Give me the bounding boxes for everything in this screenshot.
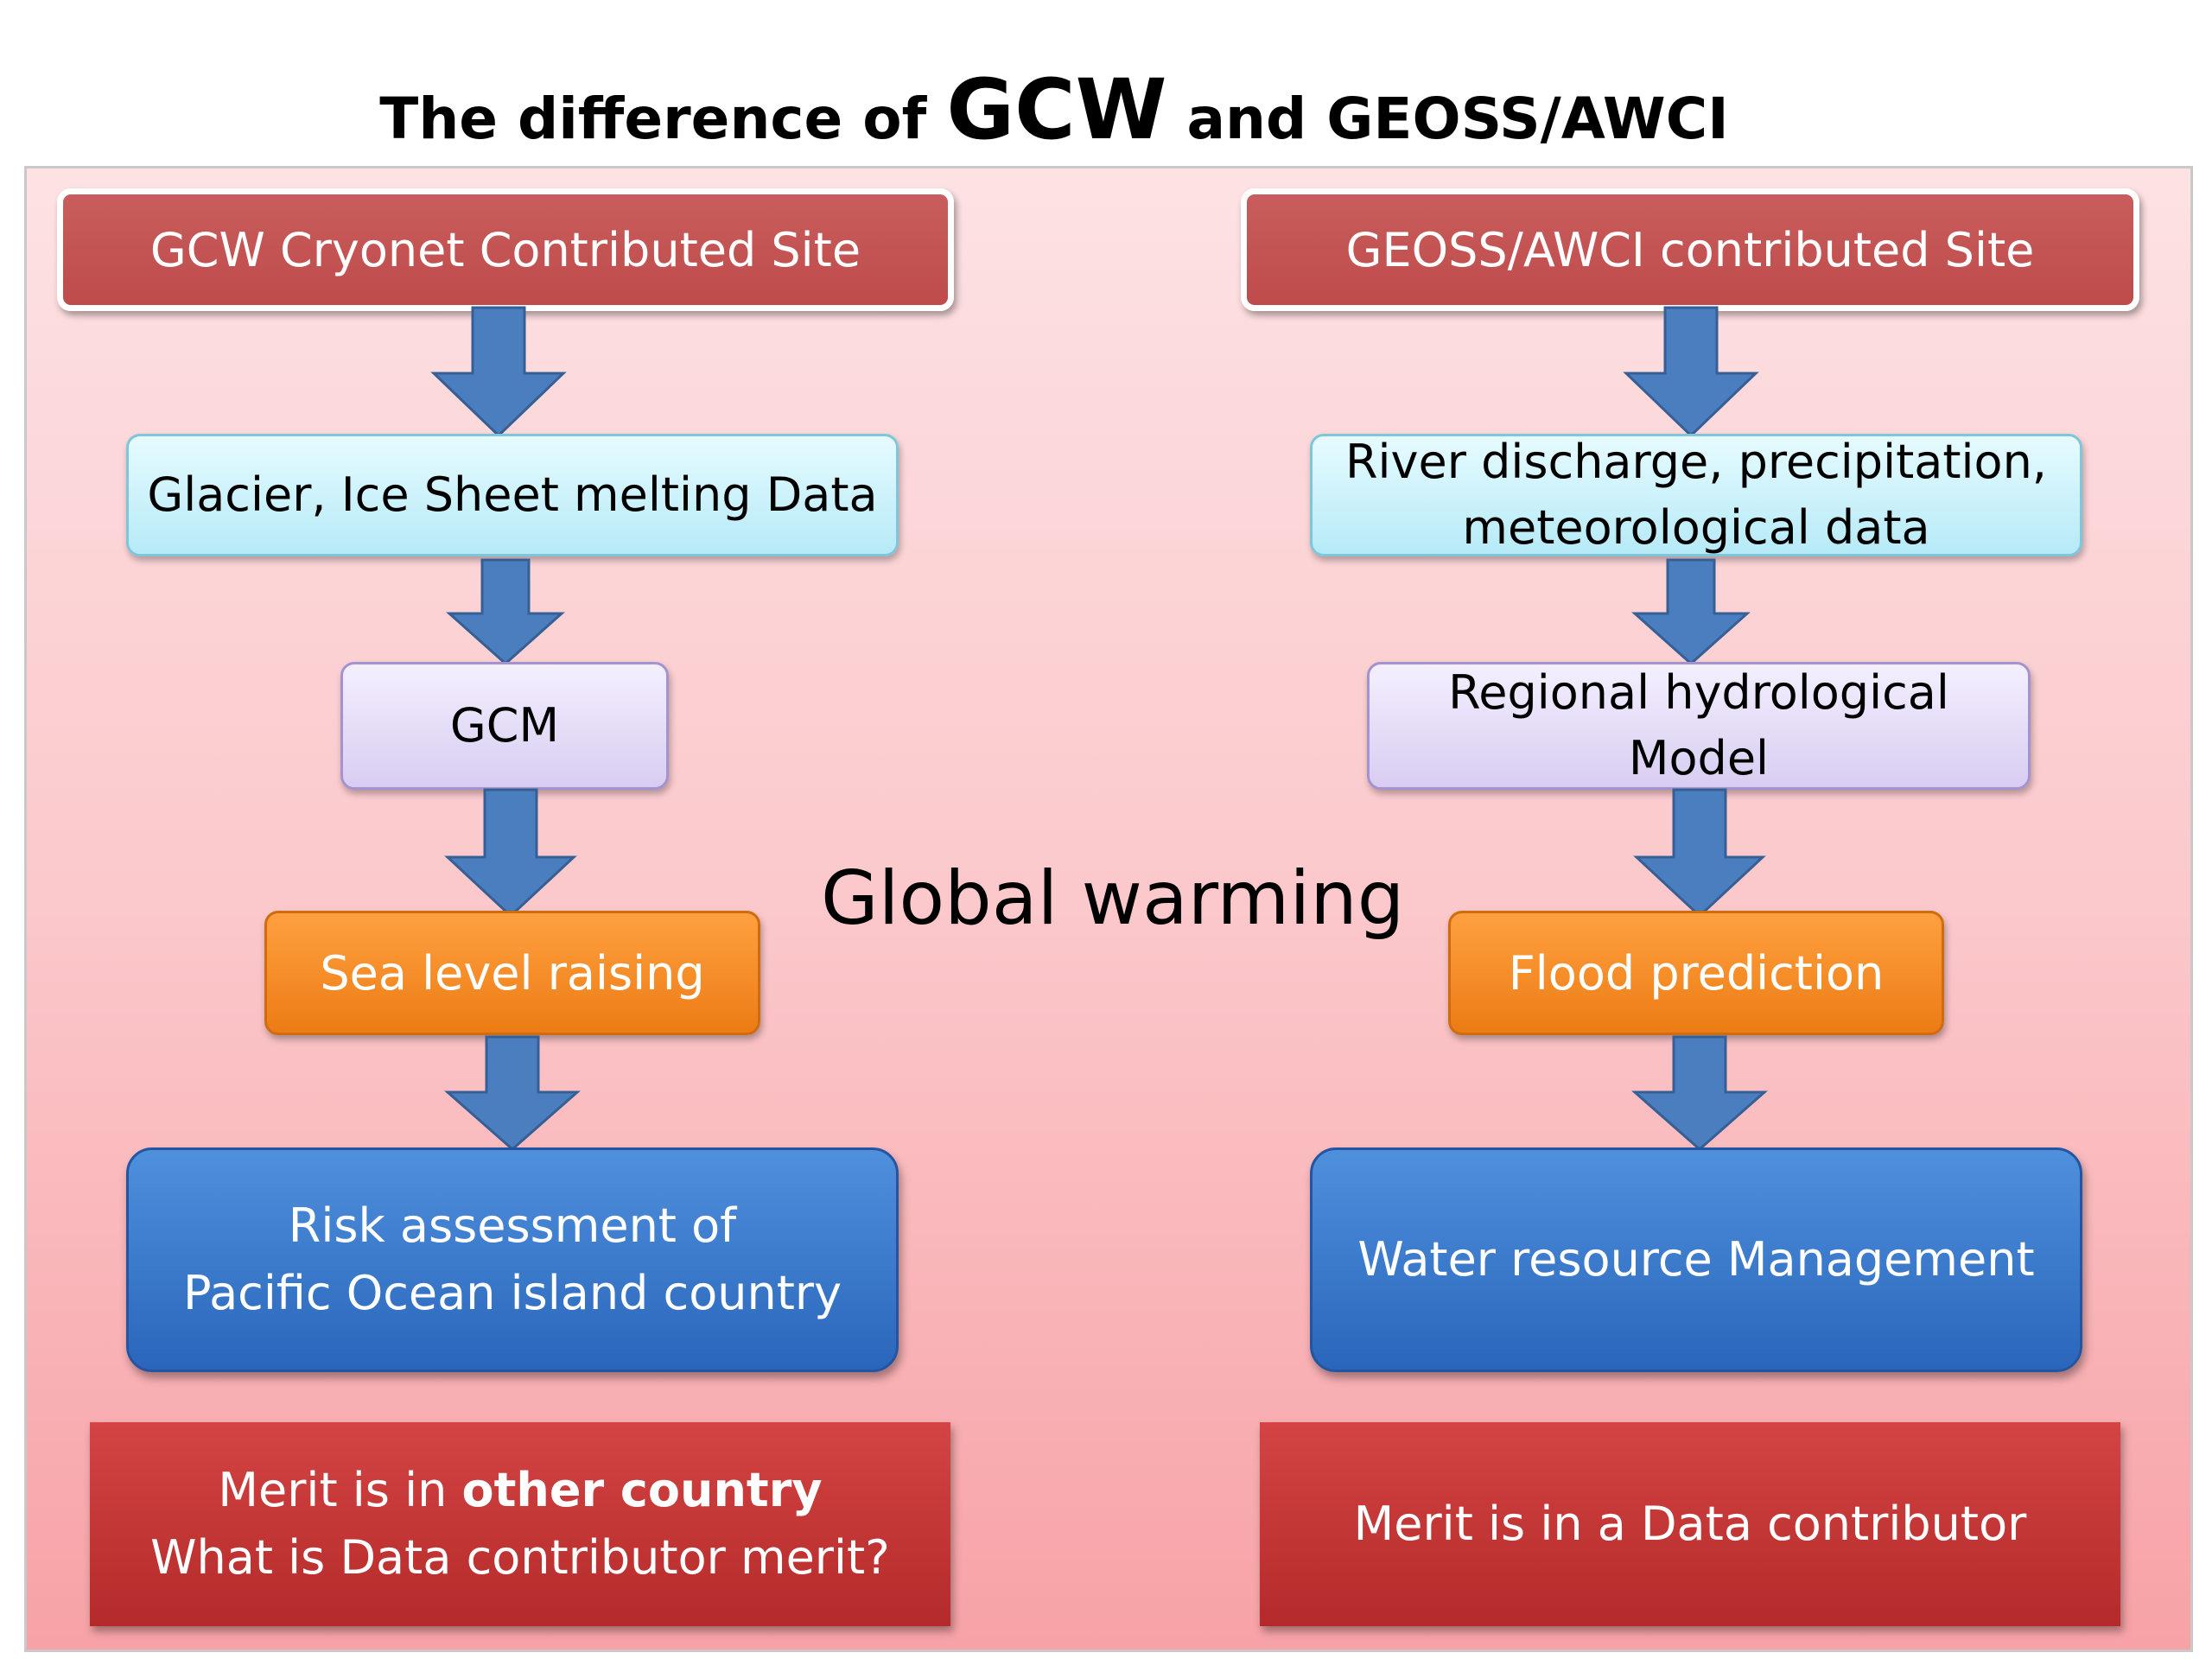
left-arrow-3 bbox=[444, 788, 577, 918]
right-site-label: GEOSS/AWCI contributed Site bbox=[1345, 222, 2035, 277]
left-application-line-1: Risk assessment of bbox=[288, 1198, 737, 1253]
left-merit-bold: other country bbox=[461, 1463, 823, 1517]
right-data-box: River discharge, precipitation, meteorol… bbox=[1310, 434, 2082, 556]
right-model-box: Regional hydrological Model bbox=[1367, 662, 2031, 790]
global-warming-label: Global warming bbox=[821, 855, 1405, 942]
title-part-3: and GEOSS/AWCI bbox=[1186, 86, 1729, 152]
right-merit-label: Merit is in a Data contributor bbox=[1353, 1497, 2027, 1551]
left-application-box: Risk assessment of Pacific Ocean island … bbox=[126, 1147, 899, 1372]
left-merit-box: Merit is in other country What is Data c… bbox=[90, 1422, 950, 1626]
right-application-label: Water resource Management bbox=[1357, 1232, 2035, 1287]
left-merit-line-1: Merit is in other country bbox=[150, 1457, 890, 1524]
left-model-label: GCM bbox=[449, 698, 560, 753]
left-site-box: GCW Cryonet Contributed Site bbox=[57, 188, 954, 311]
title-part-2: GCW bbox=[946, 61, 1167, 158]
title-part-1: The difference of bbox=[379, 86, 927, 152]
left-merit-line-2: What is Data contributor merit? bbox=[150, 1530, 890, 1585]
right-application-box: Water resource Management bbox=[1310, 1147, 2082, 1372]
diagram-panel bbox=[24, 166, 2193, 1652]
right-impact-label: Flood prediction bbox=[1508, 945, 1885, 1001]
right-data-line-1: River discharge, precipitation, bbox=[1345, 435, 2047, 489]
left-site-label: GCW Cryonet Contributed Site bbox=[149, 222, 861, 277]
page-title: The difference of GCW and GEOSS/AWCI bbox=[0, 62, 2108, 167]
right-arrow-4 bbox=[1631, 1035, 1768, 1151]
left-application-line-2: Pacific Ocean island country bbox=[182, 1266, 842, 1320]
left-arrow-2 bbox=[446, 558, 565, 666]
right-arrow-1 bbox=[1623, 306, 1759, 438]
right-merit-box: Merit is in a Data contributor bbox=[1260, 1422, 2120, 1626]
left-impact-label: Sea level raising bbox=[320, 945, 705, 1001]
left-data-box: Glacier, Ice Sheet melting Data bbox=[126, 434, 899, 556]
right-arrow-3 bbox=[1633, 788, 1766, 918]
left-arrow-4 bbox=[444, 1035, 581, 1151]
left-arrow-1 bbox=[430, 306, 567, 438]
right-model-line-1: Regional hydrological bbox=[1448, 665, 1949, 720]
left-merit-prefix: Merit is in bbox=[218, 1463, 448, 1517]
right-data-line-2: meteorological data bbox=[1462, 500, 1930, 555]
right-site-box: GEOSS/AWCI contributed Site bbox=[1241, 188, 2139, 311]
left-data-label: Glacier, Ice Sheet melting Data bbox=[147, 467, 878, 522]
right-impact-box: Flood prediction bbox=[1448, 911, 1944, 1035]
right-model-line-2: Model bbox=[1628, 731, 1770, 785]
left-impact-box: Sea level raising bbox=[264, 911, 760, 1035]
left-model-box: GCM bbox=[340, 662, 669, 790]
right-arrow-2 bbox=[1631, 558, 1751, 666]
